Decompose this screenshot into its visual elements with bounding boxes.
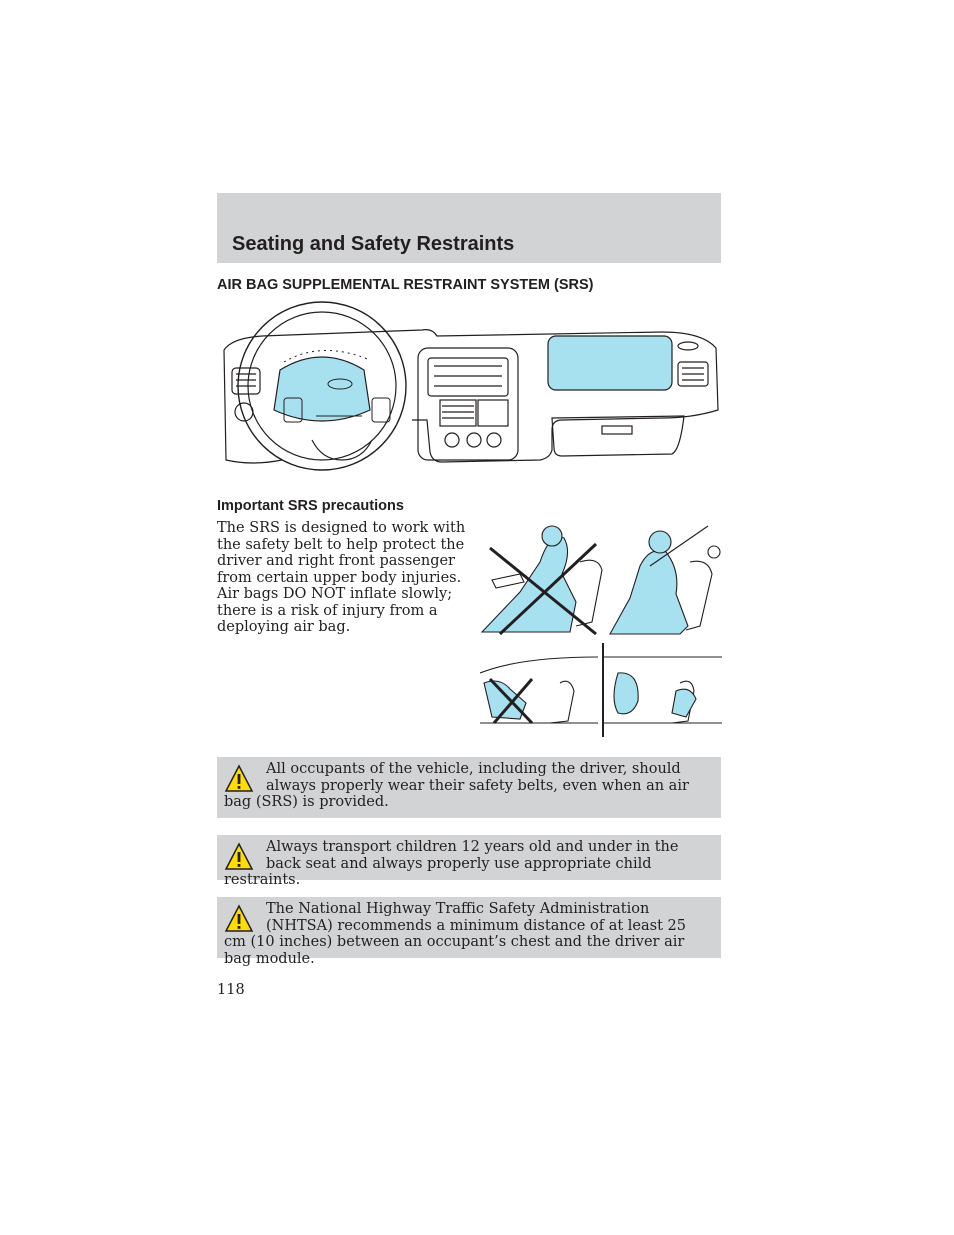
warning-text: The National Highway Traffic Safety Admi…: [224, 901, 686, 967]
child-seating-illustration: [480, 643, 722, 737]
precautions-heading: Important SRS precautions: [217, 498, 404, 514]
warning-text: Always transport children 12 years old a…: [224, 839, 679, 888]
page-title: Seating and Safety Restraints: [232, 233, 515, 255]
page-number: 118: [217, 982, 245, 998]
header-band: Seating and Safety Restraints: [217, 193, 721, 263]
dashboard-airbag-illustration: [223, 301, 719, 471]
warning-box-seatbelts: All occupants of the vehicle, including …: [217, 757, 721, 818]
section-heading: AIR BAG SUPPLEMENTAL RESTRAINT SYSTEM (S…: [217, 277, 594, 293]
warning-triangle-icon: [224, 904, 254, 932]
occupant-position-illustration: [480, 525, 721, 636]
warning-text: All occupants of the vehicle, including …: [224, 761, 689, 810]
warning-box-children: Always transport children 12 years old a…: [217, 835, 721, 888]
warning-box-nhtsa: The National Highway Traffic Safety Admi…: [217, 897, 721, 967]
warning-triangle-icon: [224, 764, 254, 792]
precautions-body: The SRS is designed to work with the saf…: [217, 520, 466, 635]
warning-triangle-icon: [224, 842, 254, 870]
